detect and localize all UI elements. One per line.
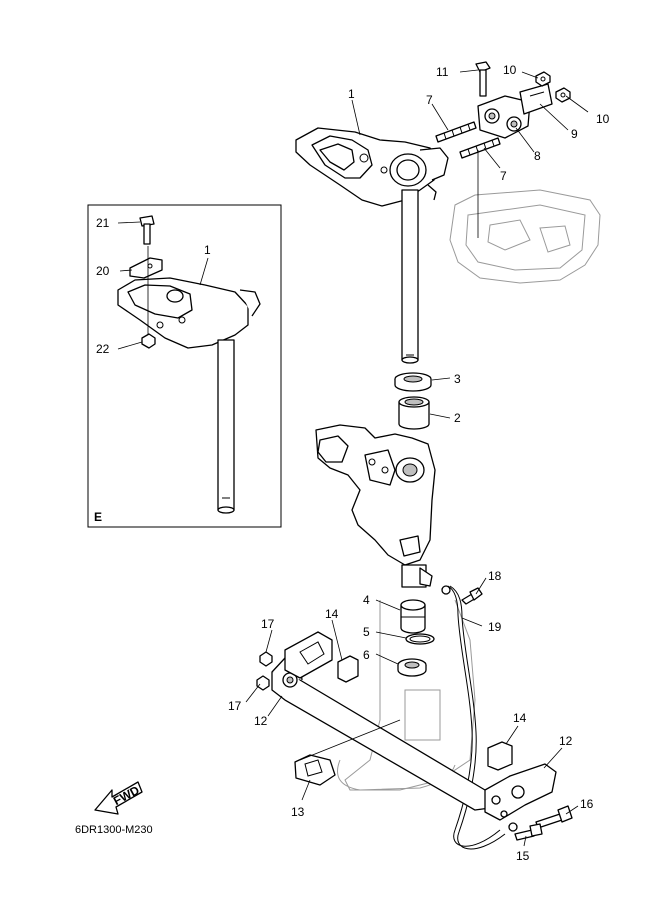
callout-17-lower: 17	[228, 699, 242, 713]
callout-5: 5	[363, 625, 370, 639]
inset-steering-shaft	[217, 339, 235, 514]
ground-screw	[461, 587, 483, 605]
inset-plate	[129, 257, 163, 279]
callout-9: 9	[571, 127, 578, 141]
callout-8: 8	[534, 149, 541, 163]
friction-plate-right	[484, 763, 557, 821]
bushing-top	[394, 372, 432, 392]
inset-steering-bracket	[117, 277, 261, 349]
friction-block-left	[284, 631, 333, 679]
inset-bolt	[139, 215, 155, 245]
hex-bolt-top	[475, 61, 491, 97]
callout-4: 4	[363, 593, 370, 607]
callout-11: 11	[436, 65, 449, 79]
callout-7-lower: 7	[500, 169, 507, 183]
inset-nut	[141, 333, 156, 349]
fwd-arrow-icon: FWD	[94, 781, 143, 815]
nut-17-upper	[259, 651, 273, 667]
o-ring	[405, 633, 435, 645]
steering-bracket	[295, 127, 449, 207]
callout-18: 18	[488, 569, 502, 583]
ground-lead-wire	[441, 585, 518, 850]
bolt-15	[514, 823, 543, 841]
stud-bolt-lower	[459, 137, 501, 159]
callout-14-left: 14	[325, 607, 339, 621]
callout-10-right: 10	[596, 112, 610, 126]
leader-lines	[117, 69, 589, 847]
diagram-code: 6DR1300-M230	[75, 824, 153, 836]
callout-1-inset: 1	[204, 243, 211, 257]
rubber-mount	[400, 599, 426, 634]
swivel-bracket	[315, 424, 436, 588]
callout-3: 3	[454, 372, 461, 386]
callout-13: 13	[291, 805, 305, 819]
callout-12-left: 12	[254, 714, 268, 728]
hex-nut-upper	[535, 71, 551, 87]
callout-12-right: 12	[559, 734, 573, 748]
callout-6: 6	[363, 648, 370, 662]
friction-arm	[271, 657, 491, 811]
friction-pad-left	[337, 655, 359, 683]
friction-piece	[294, 754, 336, 786]
callout-16: 16	[580, 797, 594, 811]
inset-variant-box	[87, 204, 282, 528]
clamp-plate	[519, 83, 553, 115]
clamp-block	[477, 95, 531, 139]
callout-22: 22	[96, 342, 110, 356]
inset-letter: E	[94, 510, 102, 524]
bushing-lower	[397, 658, 427, 677]
sleeve-collar	[398, 396, 430, 430]
callout-19: 19	[488, 620, 502, 634]
friction-pad-right	[487, 741, 513, 771]
callout-17-upper: 17	[261, 617, 275, 631]
steering-shaft	[401, 189, 419, 364]
stud-bolt-upper	[435, 121, 477, 143]
callout-14-right: 14	[513, 711, 527, 725]
callout-15: 15	[516, 849, 530, 863]
callout-21: 21	[96, 216, 110, 230]
callout-1: 1	[348, 87, 355, 101]
callout-2: 2	[454, 411, 461, 425]
nut-17-lower	[256, 675, 270, 691]
callout-10-upper: 10	[503, 63, 517, 77]
hex-nut-right	[555, 87, 571, 103]
callout-7-upper: 7	[426, 93, 433, 107]
upper-casing-ghost	[449, 189, 601, 284]
callout-labels: 1 2 3 4 5 6 7 7 8 9 10 10 11 12 12 13 14…	[96, 63, 610, 863]
callout-20: 20	[96, 264, 110, 278]
bolt-16	[535, 805, 573, 829]
